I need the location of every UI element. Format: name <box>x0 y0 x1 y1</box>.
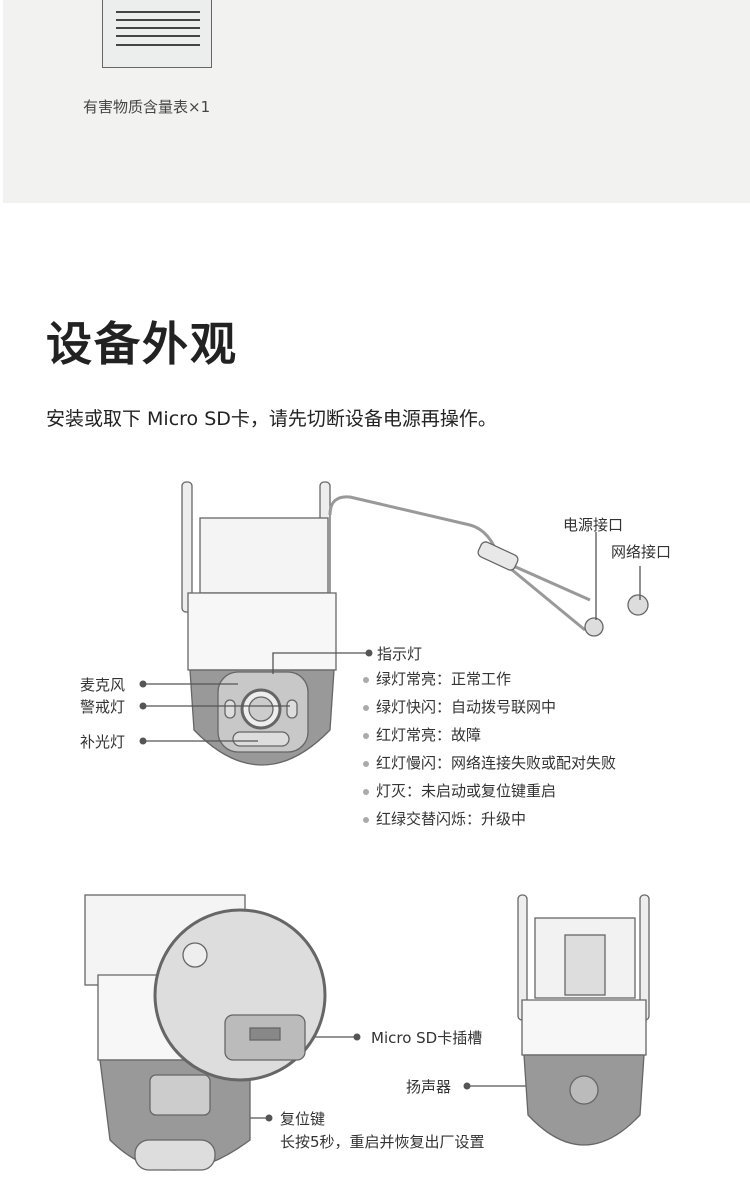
bullet-icon <box>363 816 369 823</box>
indicator-label: 指示灯 <box>377 645 423 663</box>
microphone-label: 麦克风 <box>80 676 126 694</box>
leader-lines <box>146 532 641 1119</box>
warning-light-label: 警戒灯 <box>80 698 126 716</box>
document-icon <box>102 0 212 68</box>
sd-slot-label: Micro SD卡插槽 <box>371 1029 483 1047</box>
list-item: 灯灭：未启动或复位键重启 <box>363 780 556 801</box>
list-item: 红灯常亮：故障 <box>363 724 481 745</box>
power-port-label: 电源接口 <box>563 516 624 534</box>
bullet-icon <box>363 732 369 739</box>
speaker-label: 扬声器 <box>406 1078 452 1096</box>
side-camera-illustration <box>84 894 327 1171</box>
bullet-icon <box>363 704 369 711</box>
bullet-icon <box>363 760 369 767</box>
section-note: 安装或取下 Micro SD卡，请先切断设备电源再操作。 <box>46 408 497 430</box>
back-camera-illustration <box>517 894 650 1146</box>
list-item: 红灯慢闪：网络连接失败或配对失败 <box>363 752 616 773</box>
network-port-label: 网络接口 <box>611 543 672 561</box>
package-contents-panel: 有害物质含量表×1 <box>3 0 750 203</box>
bullet-icon <box>363 788 369 795</box>
reset-hint-label: 长按5秒，重启并恢复出厂设置 <box>280 1133 485 1151</box>
list-item: 绿灯常亮：正常工作 <box>363 668 511 689</box>
reset-key-label: 复位键 <box>280 1110 326 1128</box>
list-item: 绿灯快闪：自动拨号联网中 <box>363 696 556 717</box>
label-dots <box>139 649 471 1122</box>
bullet-icon <box>363 676 369 683</box>
list-item: 红绿交替闪烁：升级中 <box>363 808 526 829</box>
fill-light-label: 补光灯 <box>80 733 126 751</box>
section-title: 设备外观 <box>46 317 238 371</box>
package-item-label: 有害物质含量表×1 <box>83 98 211 116</box>
